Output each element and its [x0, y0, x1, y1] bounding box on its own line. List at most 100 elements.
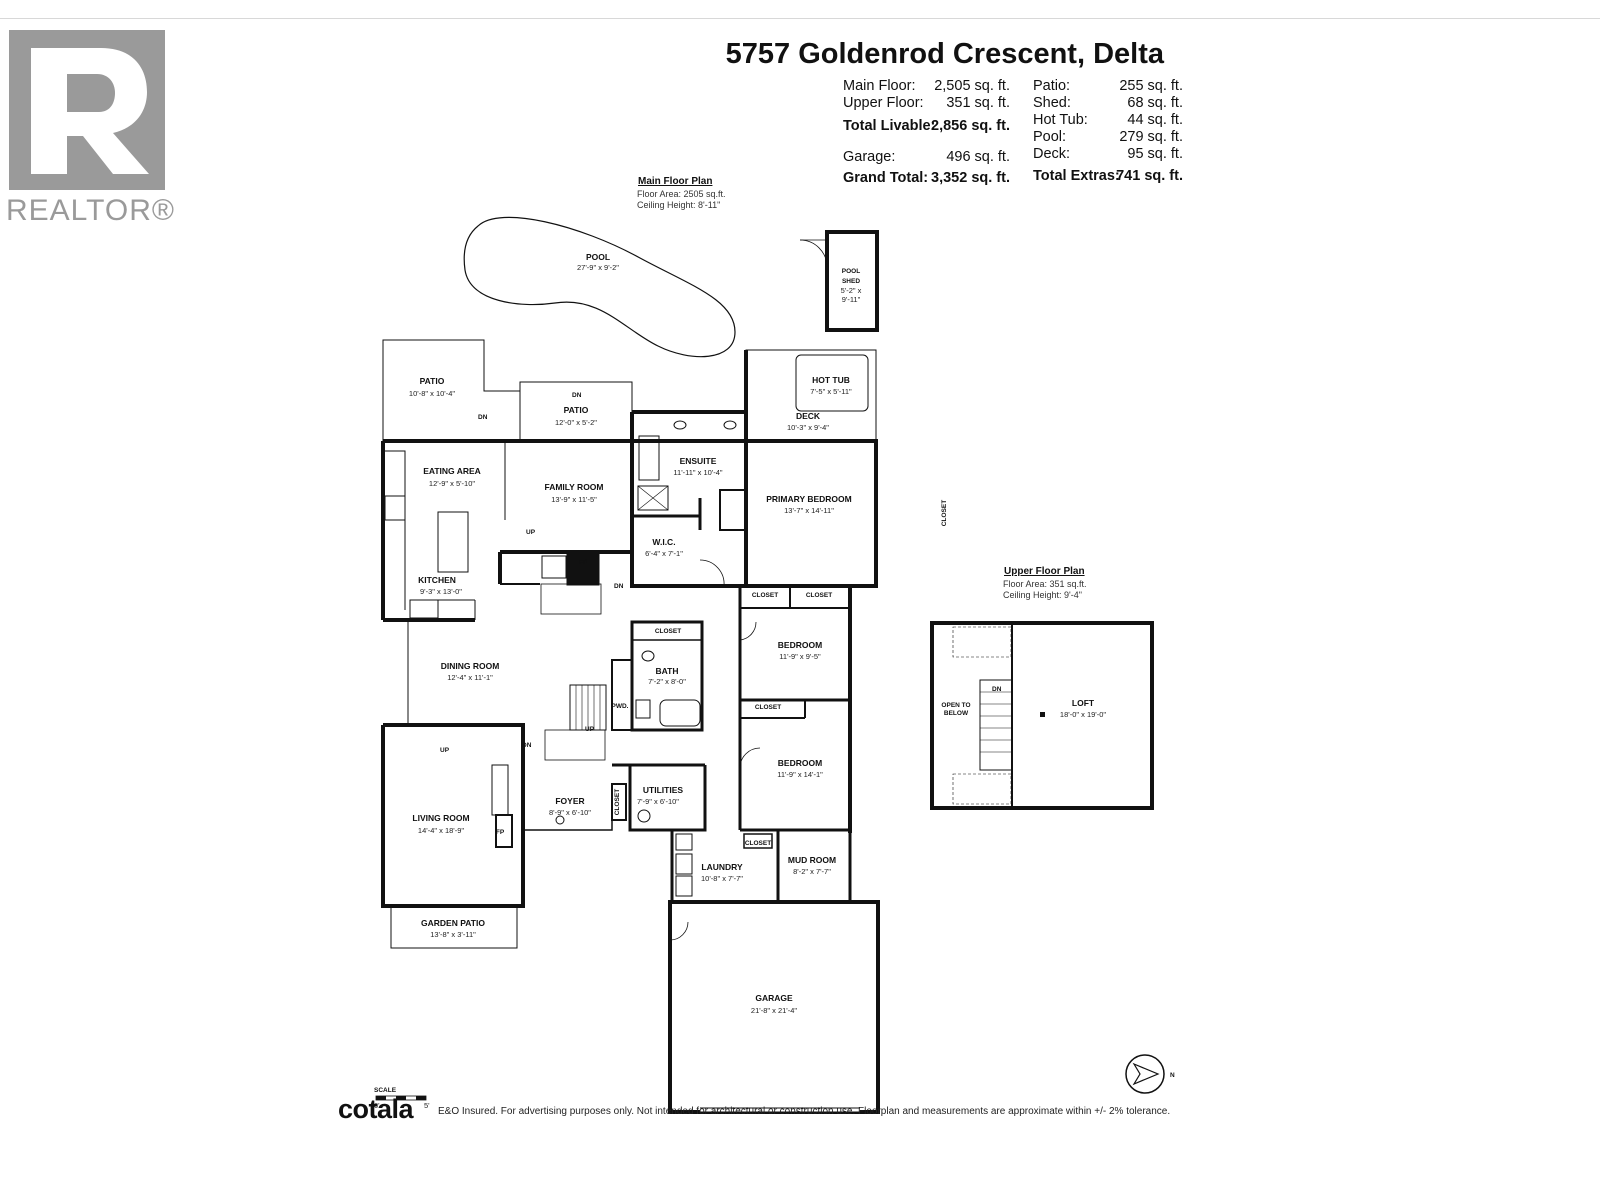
dn-label-upper: DN	[992, 686, 1002, 693]
laundry-dims: 10'-8" x 7'-7"	[701, 874, 743, 883]
open-to-below-label-2: BELOW	[944, 710, 969, 717]
hot-tub-label: HOT TUB	[812, 375, 850, 385]
hot-tub-value: 44 sq. ft.	[1127, 112, 1183, 128]
patio-outline-2	[519, 381, 633, 441]
kitchen-dims: 9'-3" x 13'-0"	[420, 587, 462, 596]
pool-shed-label-2: SHED	[842, 278, 860, 285]
family-room-dims: 13'-9" x 11'-5"	[551, 495, 597, 504]
dining-room-label: DINING ROOM	[441, 661, 500, 671]
closet-label-ensuite: CLOSET	[941, 500, 948, 526]
eating-area-dims: 12'-9" x 5'-10"	[429, 479, 475, 488]
dn-label-patio1: DN	[478, 414, 488, 421]
utilities-label: UTILITIES	[643, 785, 683, 795]
foyer-label: FOYER	[555, 796, 584, 806]
total-extras-value: 741 sq. ft.	[1116, 168, 1183, 184]
scale-label: SCALE	[374, 1087, 397, 1094]
pool-dims: 27'-9" x 9'-2"	[577, 263, 619, 272]
bedroom-1-dims: 11'-9" x 9'-5"	[779, 652, 821, 661]
scale-start: 0'	[374, 1101, 380, 1110]
living-room-label: LIVING ROOM	[412, 813, 469, 823]
realtor-logo	[9, 30, 165, 190]
fp-label-family: FP	[579, 559, 588, 566]
loft-dims: 18'-0" x 19'-0"	[1060, 710, 1106, 719]
bath-dims: 7'-2" x 8'-0"	[648, 677, 686, 686]
closet-label-laundry: CLOSET	[745, 840, 771, 847]
grand-total-label: Grand Total:	[843, 170, 929, 186]
closet-label-bed1-a: CLOSET	[752, 592, 778, 599]
total-livable-label: Total Livable:	[843, 118, 936, 134]
garden-patio-dims: 13'-8" x 3'-11"	[430, 930, 476, 939]
fireplace-family	[566, 550, 600, 586]
north-arrow-icon: N	[1125, 1054, 1175, 1094]
main-plan-area: Floor Area: 2505 sq.ft.	[637, 189, 726, 199]
shed-label: Shed:	[1033, 95, 1071, 111]
fp-label-living: FP	[496, 829, 505, 836]
garden-patio-label: GARDEN PATIO	[421, 918, 485, 928]
scale-end: 5'	[424, 1101, 430, 1110]
ensuite-dims: 11'-11" x 10'-4"	[673, 468, 723, 477]
open-to-below-label-1: OPEN TO	[941, 702, 970, 709]
deck-label: Deck:	[1033, 146, 1071, 162]
realtor-wordmark: REALTOR®	[6, 194, 176, 227]
total-livable-value: 2,856 sq. ft.	[931, 118, 1010, 134]
garage-value: 496 sq. ft.	[946, 149, 1010, 165]
bedroom-2-label: BEDROOM	[778, 758, 822, 768]
wic-dims: 6'-4" x 7'-1"	[645, 549, 683, 558]
closet-label-foyer: CLOSET	[614, 789, 621, 815]
wic-label: W.I.C.	[652, 537, 675, 547]
kitchen-label: KITCHEN	[418, 575, 456, 585]
dn-label-family: DN	[614, 583, 624, 590]
primary-bedroom-label: PRIMARY BEDROOM	[766, 494, 851, 504]
dining-room-dims: 12'-4" x 11'-1"	[447, 673, 493, 682]
bedroom-2-dims: 11'-9" x 14'-1"	[777, 770, 823, 779]
mud-room-dims: 8'-2" x 7'-7"	[793, 867, 831, 876]
eating-area-label: EATING AREA	[423, 466, 481, 476]
pool-shed-dims-2: 9'-11"	[842, 295, 861, 304]
foyer-dims: 8'-9" x 6'-10"	[549, 808, 591, 817]
hot-tub-label: Hot Tub:	[1033, 112, 1088, 128]
patio-value: 255 sq. ft.	[1119, 78, 1183, 94]
garage-walls	[668, 900, 880, 1114]
pool-value: 279 sq. ft.	[1119, 129, 1183, 145]
hot-tub-dims: 7'-5" x 5'-11"	[810, 387, 852, 396]
primary-bedroom-dims: 13'-7" x 14'-11"	[784, 506, 834, 515]
pool-label: POOL	[586, 252, 610, 262]
property-address-title: 5757 Goldenrod Crescent, Delta	[725, 38, 1164, 70]
up-label-stairs: UP	[585, 726, 595, 733]
ensuite-label: ENSUITE	[680, 456, 717, 466]
garage-label: GARAGE	[755, 993, 793, 1003]
upper-plan-ceiling: Ceiling Height: 9'-4"	[1003, 590, 1082, 600]
ensuite-closet	[719, 489, 747, 531]
cotala-logo: cotala	[338, 1094, 414, 1124]
upper-stairs	[979, 679, 1013, 771]
pool-shed-dims-1: 5'-2" x	[841, 286, 862, 295]
main-exterior-wall	[383, 439, 878, 833]
main-floor-label: Main Floor:	[843, 78, 916, 94]
patio-2-dims: 12'-0" x 5'-2"	[555, 418, 597, 427]
upper-floor-value: 351 sq. ft.	[946, 95, 1010, 111]
bedroom-1-label: BEDROOM	[778, 640, 822, 650]
kitchen-island	[437, 511, 469, 573]
closet-label-bed1-b: CLOSET	[806, 592, 832, 599]
realtor-r-mark	[9, 30, 165, 190]
patio-label: Patio:	[1033, 78, 1071, 94]
pool-outline	[463, 216, 736, 358]
garage-dims: 21'-8" x 21'-4"	[751, 1006, 797, 1015]
upper-plan-area: Floor Area: 351 sq.ft.	[1003, 579, 1087, 589]
pool-shed-label-1: POOL	[842, 268, 860, 275]
mud-room-label: MUD ROOM	[788, 855, 836, 865]
north-label: N	[1170, 1072, 1175, 1079]
family-room-label: FAMILY ROOM	[544, 482, 603, 492]
grand-total-value: 3,352 sq. ft.	[931, 170, 1010, 186]
loft-label: LOFT	[1072, 698, 1095, 708]
utilities-dims: 7'-9" x 6'-10"	[637, 797, 679, 806]
deck-dims: 10'-3" x 9'-4"	[787, 423, 829, 432]
shed-value: 68 sq. ft.	[1127, 95, 1183, 111]
dn-label-patio2: DN	[572, 392, 582, 399]
scale-bar: SCALE 0' 5'	[374, 1087, 430, 1110]
upper-plan-heading: Upper Floor Plan	[1004, 566, 1085, 577]
patio-1-label: PATIO	[420, 376, 445, 386]
up-label-family: UP	[526, 529, 536, 536]
laundry-label: LAUNDRY	[701, 862, 743, 872]
